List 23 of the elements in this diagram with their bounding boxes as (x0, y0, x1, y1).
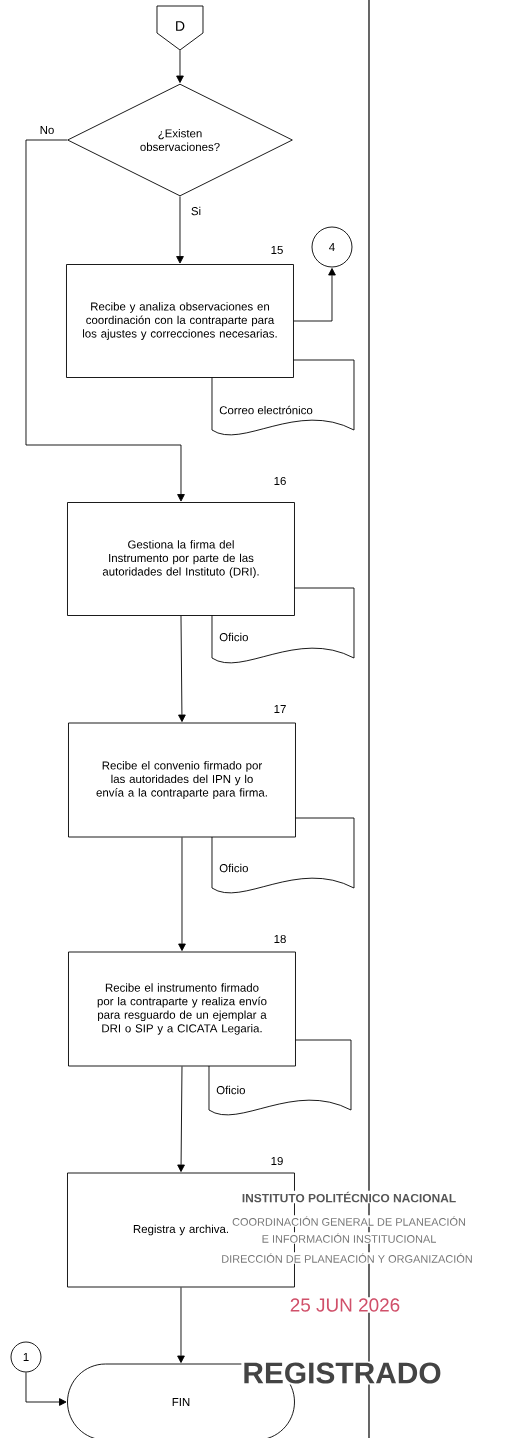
arrow (25, 139, 185, 502)
stamp-text: REGISTRADO (241, 1361, 443, 1385)
arrow (177, 1066, 185, 1172)
arrow (25, 1372, 67, 1406)
stamp-text: COORDINACIÓN GENERAL DE PLANEACIÓN (231, 1215, 467, 1227)
stamp-text: 25 JUN 2026 (288, 1297, 402, 1313)
arrow (293, 268, 336, 322)
step-number: 19 (271, 1156, 283, 1166)
step-number: 16 (274, 476, 286, 486)
arrow (177, 1287, 185, 1363)
arrow (178, 837, 186, 951)
stamp-text: E INFORMACIÓN INSTITUCIONAL (260, 1232, 438, 1244)
edge-label: Si (189, 205, 203, 217)
off-page-connector: D (156, 5, 204, 51)
stamp-text: DIRECCIÓN DE PLANEACIÓN Y ORGANIZACIÓN (220, 1252, 474, 1264)
step-number: 18 (274, 934, 286, 944)
step-number: 15 (271, 246, 283, 254)
arrow (176, 49, 184, 83)
step-number: 17 (274, 705, 286, 713)
arrow (176, 196, 184, 264)
edge-label: No (38, 125, 56, 135)
stamp-text: INSTITUTO POLITÉCNICO NACIONAL (240, 1190, 458, 1204)
arrow (178, 615, 186, 722)
